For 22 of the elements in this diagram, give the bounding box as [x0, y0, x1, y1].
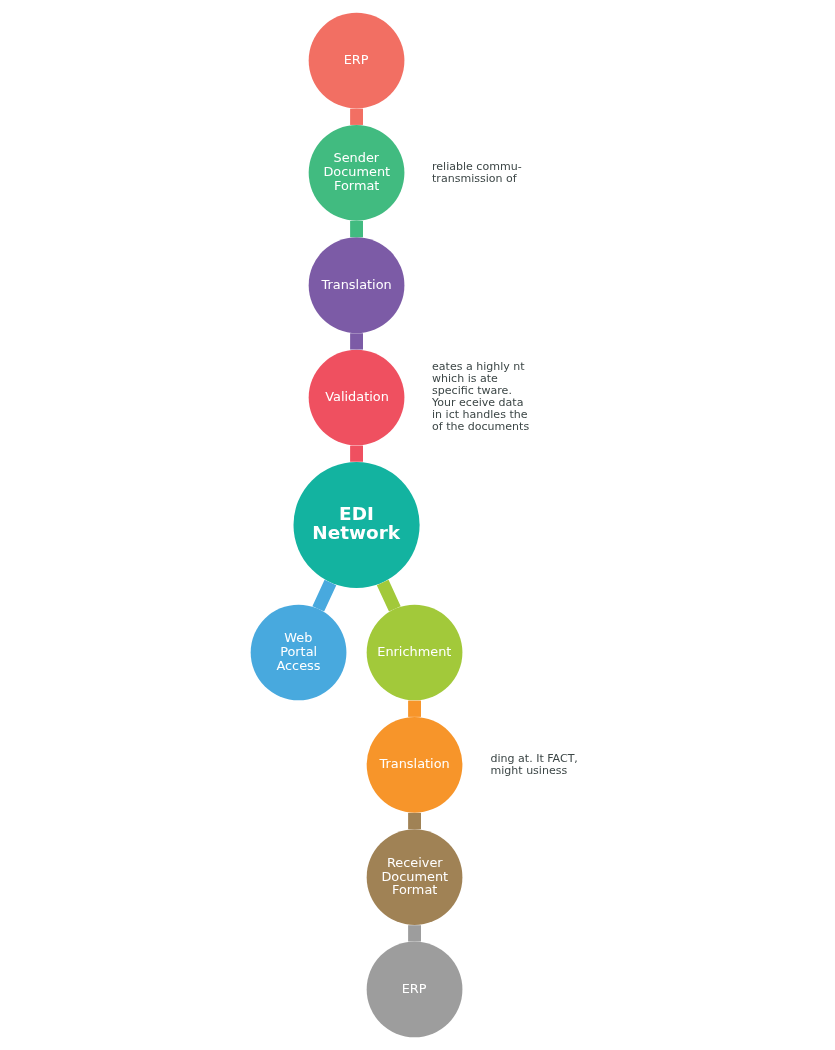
connector: [349, 220, 363, 238]
node-circle: EDI Network: [293, 461, 420, 589]
label: eates a highly nt which is ate specific tware. Your eceive data in ict handles the of the documents: [431, 360, 529, 434]
node-circle: Enrichment: [366, 604, 462, 701]
node-circle: Sender Document Format: [308, 125, 404, 221]
node-circle: Validation: [308, 349, 404, 446]
connector: [376, 579, 401, 612]
connector: [407, 812, 421, 830]
connector: [407, 700, 421, 717]
connector: [349, 333, 363, 350]
node-circle: ERP: [308, 12, 404, 109]
node-circle: Web Portal Access: [250, 604, 346, 701]
label: ding at. It FACT, might usiness: [490, 751, 578, 777]
connector: [349, 108, 363, 125]
node-circle: Translation: [308, 237, 404, 334]
connector: [349, 445, 363, 462]
connector: [311, 579, 336, 612]
node-circle: Receiver Document Format: [366, 829, 462, 925]
label: reliable commu- transmission of: [431, 159, 522, 185]
node-circle: ERP: [366, 941, 462, 1038]
node-circle: Translation: [366, 716, 462, 813]
connector: [407, 925, 421, 942]
